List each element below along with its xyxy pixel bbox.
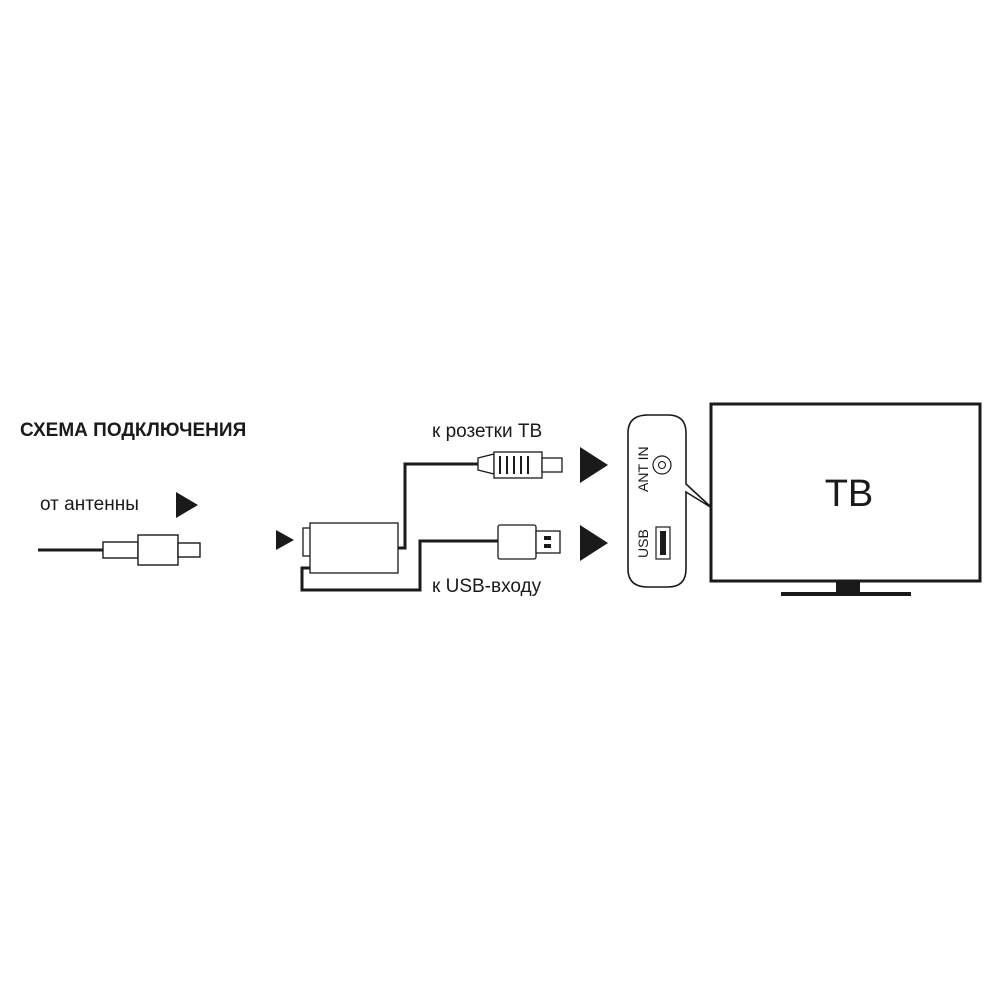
usb-arrow-icon	[580, 525, 608, 561]
usb-plug	[497, 524, 561, 560]
to-tv-socket-label: к розетки ТВ	[432, 421, 542, 442]
amplifier-box	[302, 522, 399, 574]
from-antenna-arrow-icon	[176, 492, 198, 518]
tv-stand-neck	[836, 581, 860, 593]
television: ТВ	[709, 402, 982, 596]
tv-label: ТВ	[825, 473, 874, 515]
amplifier-input-arrow-icon	[276, 530, 294, 550]
to-usb-input-label: к USB-входу	[432, 576, 542, 597]
coax-cable	[398, 462, 478, 550]
coax-arrow-icon	[580, 447, 608, 483]
ant-in-label: ANT IN	[635, 446, 651, 492]
tv-stand-base	[781, 592, 911, 596]
antenna-plug-tip	[177, 542, 201, 558]
antenna-cable	[38, 534, 201, 566]
antenna-plug-body	[137, 534, 179, 566]
usb-cable	[300, 539, 498, 592]
tv-coax-plug	[477, 451, 563, 479]
tv-screen	[709, 402, 982, 583]
from-antenna-label: от антенны	[40, 494, 139, 515]
diagram-title: СХЕМА ПОДКЛЮЧЕНИЯ	[20, 420, 246, 441]
tv-rear-panel: ANT IN USB	[627, 414, 713, 588]
usb-port-label: USB	[635, 529, 651, 558]
antenna-plug-sleeve	[102, 541, 139, 559]
